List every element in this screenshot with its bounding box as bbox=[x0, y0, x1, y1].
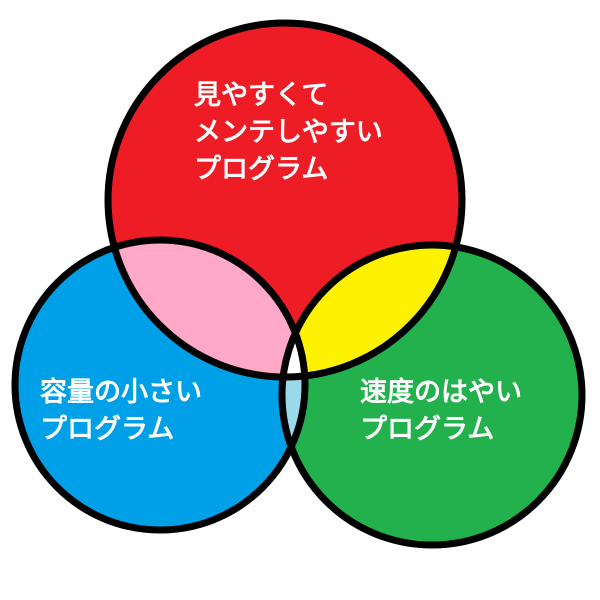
set-right-outline bbox=[278, 241, 586, 549]
set-right-label-line-1: 速度のはやい bbox=[360, 376, 522, 408]
set-top-label-line-1: 見やすくて bbox=[194, 80, 328, 111]
set-left-outline bbox=[11, 236, 309, 534]
set-right-label-line-2: プログラム bbox=[360, 413, 494, 445]
set-left-label-line-1: 容量の小さい bbox=[40, 376, 202, 408]
set-top-label-line-2: メンテしやすい bbox=[194, 117, 383, 148]
set-left-label-line-2: プログラム bbox=[40, 413, 174, 445]
set-top-label-line-3: プログラム bbox=[194, 153, 328, 185]
overlap-top-right bbox=[282, 245, 462, 377]
overlap-top-left bbox=[108, 240, 305, 377]
